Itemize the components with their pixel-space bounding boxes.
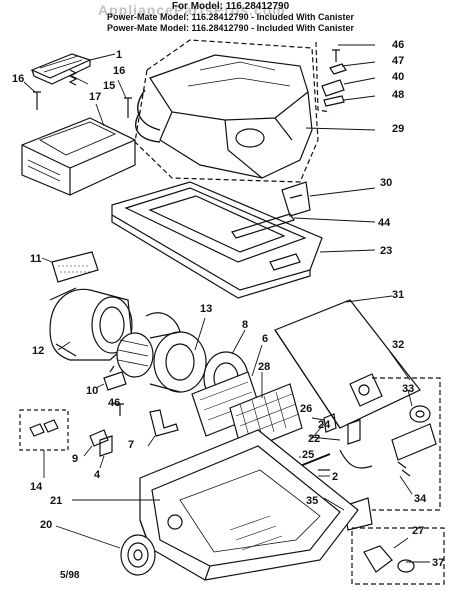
callout-22: 22 (308, 433, 320, 445)
callout-27: 27 (412, 525, 424, 537)
model-subtitle-1: Power-Mate Model: 116.28412790 - Include… (107, 12, 354, 22)
part-13-motor (116, 312, 207, 393)
part-12-motor-housing (49, 287, 133, 361)
part-21-base (139, 429, 359, 581)
callout-32: 32 (392, 339, 404, 351)
callout-2: 2 (332, 471, 338, 483)
part-26-cord-reel (323, 413, 337, 433)
callout-25: 25 (302, 449, 314, 461)
part-10-switch (103, 365, 127, 391)
callout-16-right: 16 (113, 65, 125, 77)
part-48-spring (323, 95, 345, 107)
part-23-frame (111, 181, 323, 299)
hood-dashed-outline (134, 39, 319, 183)
callout-20: 20 (40, 519, 52, 531)
part-31-bag (274, 299, 421, 429)
callout-37: 37 (432, 557, 444, 569)
callout-30: 30 (380, 177, 392, 189)
callout-46-top: 46 (392, 39, 404, 51)
callout-7: 7 (128, 439, 134, 451)
callout-24: 24 (318, 419, 331, 431)
part-37-bearing (397, 559, 415, 573)
callout-23: 23 (380, 245, 392, 257)
part-9-clip (89, 429, 109, 447)
callout-14: 14 (30, 481, 43, 493)
callout-8: 8 (242, 319, 248, 331)
part-32-mount (391, 423, 437, 461)
callout-47: 47 (392, 55, 404, 67)
callout-31: 31 (392, 289, 404, 301)
callout-28: 28 (258, 361, 270, 373)
callout-9: 9 (72, 453, 78, 465)
part-47-clip (329, 63, 347, 75)
model-subtitle-2: Power-Mate Model: 116.28412790 - Include… (107, 23, 354, 33)
revision-date: 5/98 (60, 570, 80, 581)
callout-10: 10 (86, 385, 98, 397)
callout-13: 13 (200, 303, 212, 315)
leader-lines (23, 44, 430, 563)
callout-11: 11 (30, 253, 42, 265)
callout-6: 6 (262, 333, 268, 345)
part-34-screw (397, 461, 411, 477)
part-14-contacts (29, 419, 59, 437)
callout-16-left: 16 (12, 73, 24, 85)
model-title: For Model: 116.28412790 (171, 1, 290, 12)
part-30-bracket (281, 181, 311, 217)
part-20-wheel (120, 534, 156, 576)
part-7-bracket (149, 409, 179, 437)
callout-48: 48 (392, 89, 404, 101)
part-44-strip (231, 213, 295, 239)
callout-26: 26 (300, 403, 312, 415)
part-14-dashed-box (19, 409, 69, 451)
motor-bracket-dashed-outline (372, 377, 441, 511)
latch-dashed-outline (315, 41, 331, 113)
callout-12: 12 (32, 345, 44, 357)
part-16-screw-right (124, 97, 132, 118)
callout-1: 1 (116, 49, 122, 61)
callout-21: 21 (50, 495, 62, 507)
callout-35: 35 (306, 495, 318, 507)
part-40-latch (321, 79, 345, 97)
callout-33: 33 (402, 383, 414, 395)
part-11-filter (51, 251, 99, 283)
callout-29: 29 (392, 123, 404, 135)
part-27-fan (363, 545, 393, 573)
watermark: AppliancePartsPros.com (98, 2, 286, 18)
part-16-screw-left (33, 91, 41, 110)
part-46-screw-mid (116, 403, 124, 416)
callout-17: 17 (89, 91, 101, 103)
part-4-latch (99, 435, 113, 457)
part-27-dashed-box (351, 527, 445, 585)
callout-44: 44 (378, 217, 391, 229)
callout-labels: 1 2 4 6 7 8 9 10 11 12 13 14 15 16 16 17… (12, 39, 444, 569)
part-1-handle (30, 53, 92, 85)
part-15-spring (68, 69, 78, 86)
callout-40: 40 (392, 71, 404, 83)
callout-4: 4 (94, 469, 101, 481)
part-46-screw-top (332, 49, 340, 62)
callout-34: 34 (414, 493, 427, 505)
part-24-switch (339, 419, 373, 469)
part-17-cover (21, 117, 136, 196)
callout-15: 15 (103, 80, 115, 92)
callout-46-mid: 46 (108, 397, 120, 409)
part-33-grommet (409, 405, 431, 423)
part-29-hood (135, 54, 313, 179)
